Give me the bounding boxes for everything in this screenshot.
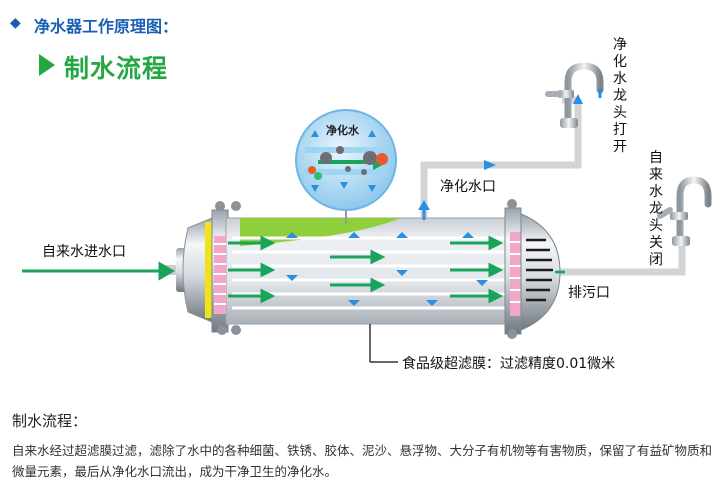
label-pure-outlet: 净化水口 xyxy=(440,179,496,195)
header-bullet-icon: ◆ xyxy=(10,15,21,31)
right-end-cap xyxy=(504,199,561,339)
faucet-open-icon xyxy=(545,62,604,128)
label-tap-closed: 自来水龙头关闭 xyxy=(649,150,663,268)
membrane-pink-left xyxy=(214,236,226,314)
raw-water-flow-arrows xyxy=(22,235,565,304)
filtered-water-arrows xyxy=(286,94,583,306)
section-arrow-icon xyxy=(39,54,55,76)
label-drain: 排污口 xyxy=(568,285,610,301)
pipe-drain xyxy=(548,240,686,276)
description-body: 自来水经过超滤膜过滤，滤除了水中的各种细菌、铁锈、胶体、泥沙、悬浮物、大分子有机… xyxy=(12,443,713,479)
label-tap-open: 净化水龙头打开 xyxy=(613,37,627,155)
label-inlet: 自来水进水口 xyxy=(42,244,126,260)
ultrafiltration-membrane-lines xyxy=(232,236,505,310)
magnifier-label: 净化水 xyxy=(326,124,359,137)
water-purifier-diagram xyxy=(22,62,712,363)
diagram-header-title: 净水器工作原理图： xyxy=(34,17,179,36)
faucet-closed-icon xyxy=(657,176,712,246)
label-membrane: 食品级超滤膜：过滤精度0.01微米 xyxy=(402,356,616,372)
description-title: 制水流程： xyxy=(12,412,88,430)
magnifier-bubble xyxy=(295,109,397,224)
section-title: 制水流程 xyxy=(64,54,169,83)
inlet-yellow-zone xyxy=(205,222,213,318)
pipe-pure-water xyxy=(420,96,582,222)
